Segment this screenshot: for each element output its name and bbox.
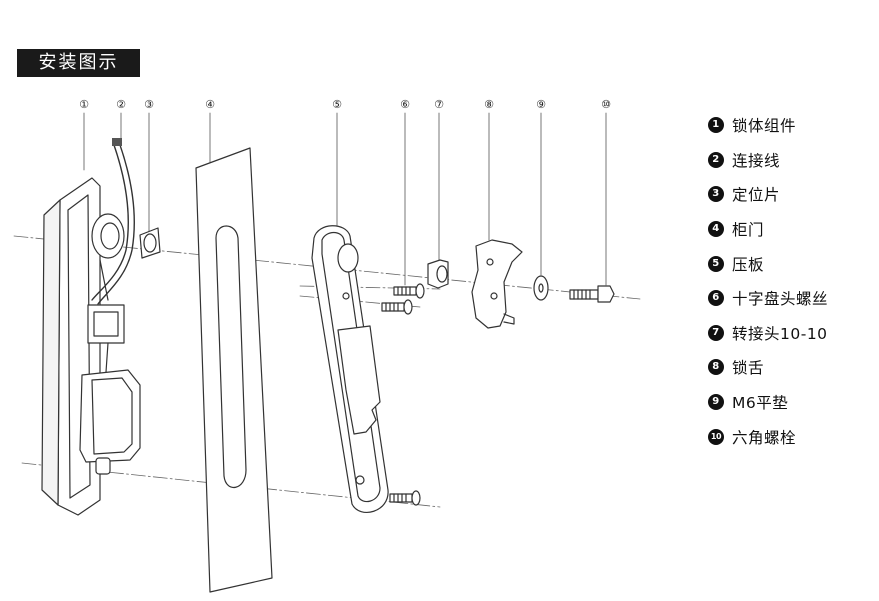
screw-middle [381, 299, 413, 315]
callout-3: ③ [144, 98, 154, 111]
legend-number-badge: 6 [708, 290, 724, 307]
callout-8: ⑧ [484, 98, 494, 111]
callout-7: ⑦ [434, 98, 444, 111]
adapter-part [427, 259, 449, 289]
legend-item: 8 锁舌 [708, 350, 828, 385]
callout-6: ⑥ [400, 98, 410, 111]
screw-upper [393, 283, 425, 299]
lock-body-part [41, 177, 141, 516]
callout-4: ④ [205, 98, 215, 111]
legend-item: 7 转接头10-10 [708, 316, 828, 351]
legend-item: 1 锁体组件 [708, 108, 828, 143]
parts-legend: 1 锁体组件 2 连接线 3 定位片 4 柜门 5 压板 6 十字盘头螺丝 7 … [708, 108, 828, 454]
latch-tongue-part [471, 239, 523, 329]
wire-part [91, 138, 136, 305]
legend-label: 锁舌 [732, 359, 765, 378]
callout-numbers: ① ② ③ ④ ⑤ ⑥ ⑦ ⑧ ⑨ ⑩ [79, 98, 611, 111]
legend-item: 3 定位片 [708, 177, 828, 212]
legend-label: 柜门 [732, 221, 765, 240]
legend-number-badge: 4 [708, 221, 724, 238]
legend-number-badge: 10 [708, 428, 724, 445]
pressure-plate-part [311, 225, 389, 513]
legend-item: 5 压板 [708, 246, 828, 281]
cabinet-door-part [195, 147, 273, 593]
callout-leaders [83, 112, 607, 286]
callout-5: ⑤ [332, 98, 342, 111]
screw-lower [389, 490, 421, 506]
legend-number-badge: 2 [708, 151, 724, 168]
legend-item: 10 六角螺栓 [708, 419, 828, 454]
legend-label: 连接线 [732, 151, 781, 170]
legend-item: 2 连接线 [708, 143, 828, 178]
legend-number-badge: 1 [708, 117, 724, 134]
legend-label: 十字盘头螺丝 [732, 290, 829, 309]
legend-label: 六角螺栓 [732, 428, 797, 447]
legend-number-badge: 7 [708, 324, 724, 341]
legend-label: 定位片 [732, 186, 781, 205]
hex-bolt-part [569, 285, 615, 303]
legend-label: 压板 [732, 255, 765, 274]
legend-number-badge: 5 [708, 255, 724, 272]
callout-10: ⑩ [601, 98, 611, 111]
diagram-title: 安装图示 [17, 49, 140, 77]
cross-screw-part [381, 283, 425, 506]
positioning-plate-part [139, 227, 161, 259]
flat-washer-part [533, 275, 549, 301]
legend-number-badge: 3 [708, 186, 724, 203]
legend-item: 9 M6平垫 [708, 385, 828, 420]
legend-label: 转接头10-10 [732, 324, 828, 343]
legend-label: 锁体组件 [732, 117, 797, 136]
callout-2: ② [116, 98, 126, 111]
legend-number-badge: 8 [708, 359, 724, 376]
legend-number-badge: 9 [708, 394, 724, 411]
legend-item: 4 柜门 [708, 212, 828, 247]
legend-label: M6平垫 [732, 394, 789, 413]
callout-9: ⑨ [536, 98, 546, 111]
callout-1: ① [79, 98, 89, 111]
legend-item: 6 十字盘头螺丝 [708, 281, 828, 316]
